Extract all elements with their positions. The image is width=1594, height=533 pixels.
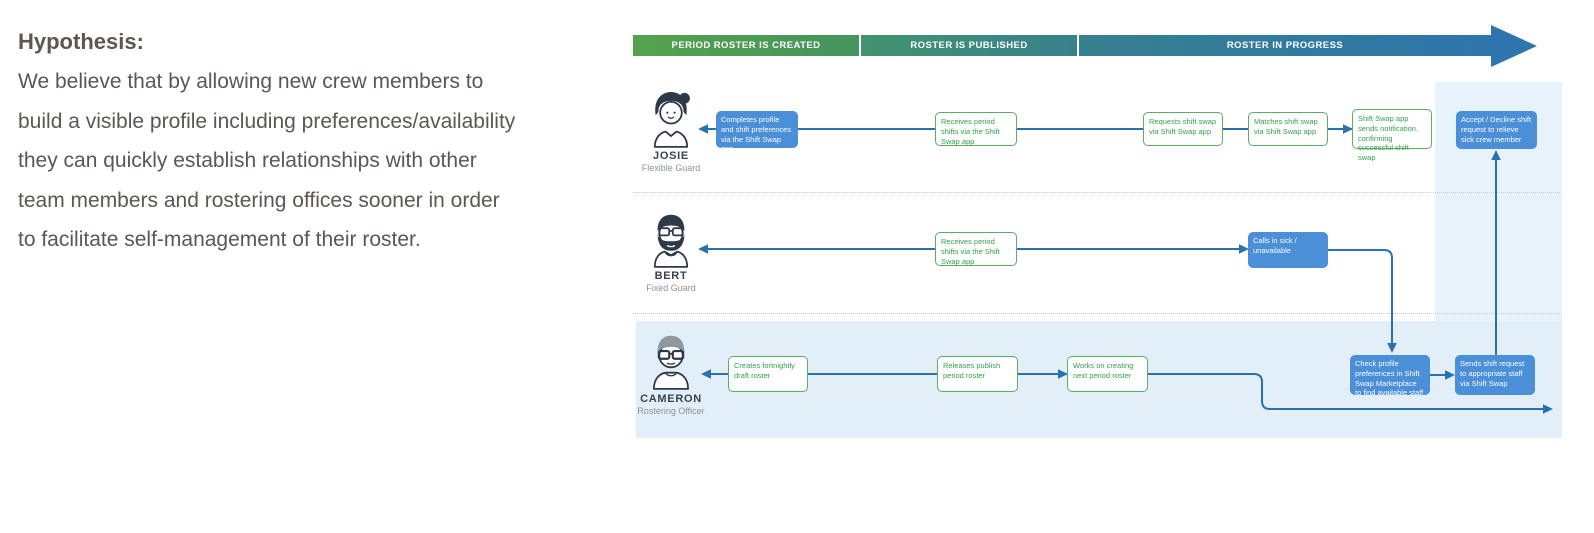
persona-cameron: CAMERON Rostering Officer: [625, 331, 717, 416]
phase-roster-in-progress: ROSTER IN PROGRESS: [1079, 35, 1491, 56]
josie-avatar-icon: [653, 92, 690, 148]
step-sends-shift-request: Sends shift request to appropriate staff…: [1455, 355, 1535, 395]
step-works-on-next-roster: Works on creating next period roster: [1067, 356, 1148, 392]
timeline-arrowhead-icon: [1491, 25, 1537, 67]
persona-name: JOSIE: [653, 150, 689, 162]
bert-avatar-icon: [653, 214, 689, 268]
persona-name: CAMERON: [640, 393, 702, 405]
phase-period-roster-created: PERIOD ROSTER IS CREATED: [633, 35, 859, 56]
hypothesis-heading: Hypothesis:: [18, 29, 144, 54]
persona-name: BERT: [654, 270, 688, 282]
persona-josie: JOSIE Flexible Guard: [625, 90, 717, 173]
step-check-profile-preferences: Check profile preferences in Shift Swap …: [1350, 355, 1430, 397]
step-bert-receives-shifts: Receives period shifts via the Shift Swa…: [935, 232, 1017, 266]
step-accept-decline-request: Accept / Decline shift request to reliev…: [1456, 111, 1537, 149]
persona-role: Flexible Guard: [641, 163, 701, 173]
hypothesis-block: Hypothesis: We believe that by allowing …: [18, 22, 518, 260]
persona-role: Fixed Guard: [646, 283, 696, 293]
persona-bert: BERT Fixed Guard: [625, 210, 717, 293]
lane-divider: [633, 192, 1562, 193]
step-app-sends-notification: Shift Swap app sends notification, confi…: [1352, 109, 1432, 162]
lane-divider: [633, 313, 1562, 314]
step-josie-receives-shifts: Receives period shifts via the Shift Swa…: [935, 112, 1017, 146]
step-calls-in-sick: Calls in sick / unavailable: [1248, 232, 1328, 268]
step-matches-shift-swap: Matches shift swap via Shift Swap app: [1248, 112, 1328, 146]
step-creates-draft-roster: Creates fortnightly draft roster: [728, 356, 808, 392]
cameron-avatar-icon: [653, 335, 689, 390]
hypothesis-body: We believe that by allowing new crew mem…: [18, 70, 516, 251]
persona-role: Rostering Officer: [637, 406, 705, 416]
phase-roster-published: ROSTER IS PUBLISHED: [861, 35, 1077, 56]
step-completes-profile: Completes profile and shift preferences …: [716, 111, 798, 153]
step-releases-publish-roster: Releases publish period roster: [937, 356, 1018, 392]
step-requests-shift-swap: Requests shift swap via Shift Swap app: [1143, 112, 1223, 146]
